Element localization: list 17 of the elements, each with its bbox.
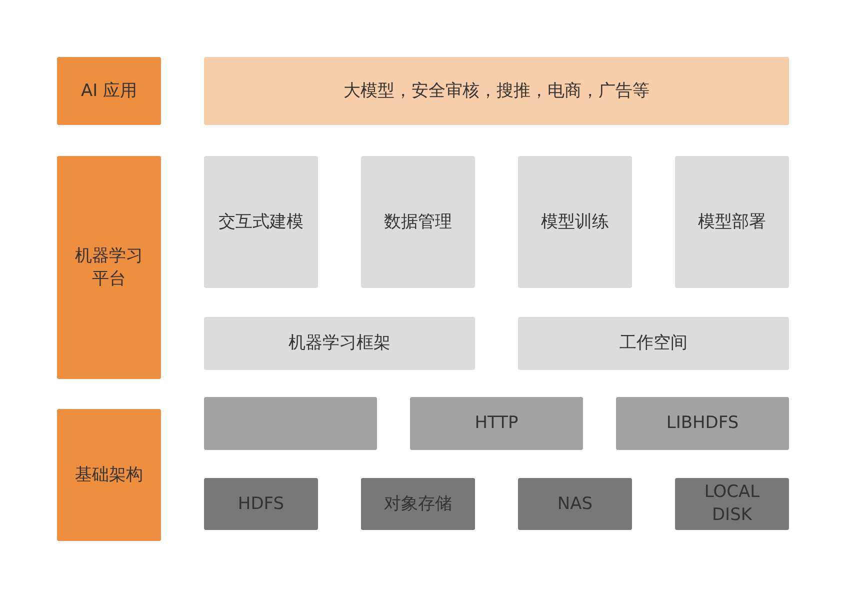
storage-backend-card: 对象存储 xyxy=(361,478,475,530)
storage-backend-card: NAS xyxy=(518,478,632,530)
storage-backend-card: LOCAL DISK xyxy=(675,478,789,530)
platform-module-card: 数据管理 xyxy=(361,156,475,288)
application-banner: 大模型，安全审核，搜推，电商，广告等 xyxy=(204,57,789,125)
platform-module-card: 模型部署 xyxy=(675,156,789,288)
access-interface-card xyxy=(204,397,377,450)
access-interface-card: HTTP xyxy=(410,397,583,450)
access-interface-card: LIBHDFS xyxy=(616,397,789,450)
storage-backend-card: HDFS xyxy=(204,478,318,530)
platform-module-card: 机器学习框架 xyxy=(204,317,475,370)
layer-name-block: 机器学习平台 xyxy=(57,156,161,379)
platform-module-card: 工作空间 xyxy=(518,317,789,370)
platform-module-card: 交互式建模 xyxy=(204,156,318,288)
platform-module-card: 模型训练 xyxy=(518,156,632,288)
layer-name-block: 基础架构 xyxy=(57,409,161,541)
layer-name-block: AI 应用 xyxy=(57,57,161,125)
